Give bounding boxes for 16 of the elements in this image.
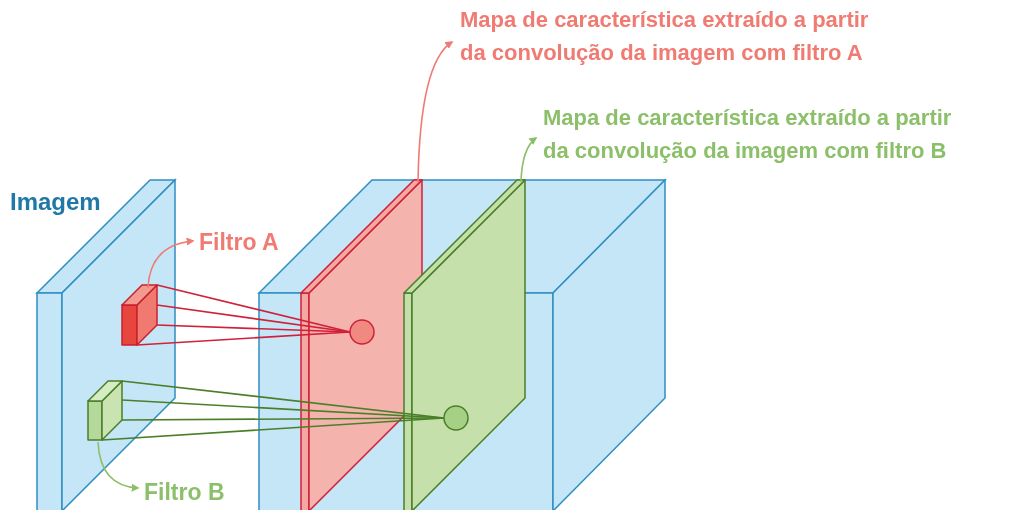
feature-map-caption: Mapa de característica extraído a partir da convolução da imagem com filtro B: [543, 101, 968, 167]
projection-line: [136, 331, 351, 346]
leader-arrow: [520, 137, 538, 183]
feature-map-caption: Mapa de característica extraído a partir da convolução da imagem com filtro A: [460, 3, 885, 69]
leader-arrow: [147, 237, 195, 289]
projection-line: [101, 417, 445, 441]
filter-cube: [87, 380, 123, 441]
filter-label: Filtro A: [199, 225, 309, 260]
output-point: [443, 405, 469, 431]
output-point: [349, 319, 375, 345]
image-label: Imagem: [10, 187, 101, 217]
leader-arrow: [417, 41, 454, 183]
feature-map-slab: [403, 179, 526, 510]
leader-arrow: [97, 441, 140, 492]
filter-label: Filtro B: [144, 475, 254, 510]
filter-cube: [121, 284, 158, 346]
